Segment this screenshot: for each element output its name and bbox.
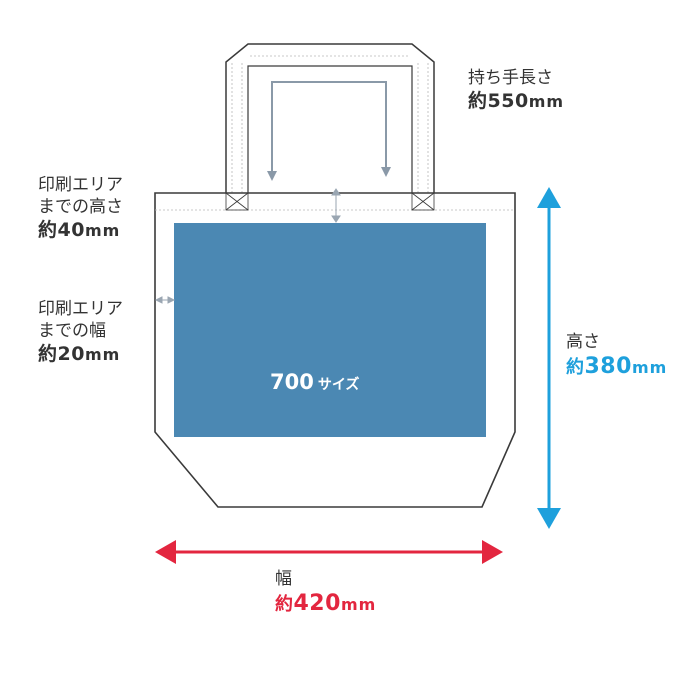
handle-attach-right (411, 192, 435, 211)
width-number: 420 (293, 591, 341, 617)
handle-attach-left (225, 192, 249, 211)
height-label: 高さ 約380mm (566, 331, 667, 382)
width-label: 幅 約420mm (275, 568, 376, 619)
print-top-prefix: 約 (38, 219, 58, 242)
print-area-size: 700 (270, 370, 314, 394)
print-top-line2: までの高さ (38, 197, 123, 218)
bag-handle (225, 43, 435, 193)
width-prefix: 約 (275, 594, 294, 616)
handle-length-unit: mm (528, 92, 565, 112)
print-side-label: 印刷エリア までの幅 約20mm (38, 298, 123, 367)
width-title: 幅 (275, 569, 292, 589)
height-prefix: 約 (566, 357, 585, 379)
side-margin-indicator (154, 296, 176, 304)
print-top-line1: 印刷エリア (38, 175, 123, 195)
height-unit: mm (631, 358, 668, 378)
handle-length-prefix: 約 (468, 90, 488, 113)
print-side-line2: までの幅 (38, 321, 106, 342)
handle-length-indicator (271, 81, 391, 177)
top-margin-indicator (331, 188, 341, 223)
print-side-unit: mm (84, 345, 121, 365)
print-side-line1: 印刷エリア (38, 299, 123, 319)
print-area-suffix: サイズ (317, 377, 360, 393)
height-arrow (537, 187, 561, 529)
handle-length-number: 550 (487, 90, 529, 113)
height-title: 高さ (566, 332, 600, 352)
handle-length-label: 持ち手長さ 約550mm (468, 67, 564, 114)
print-top-unit: mm (84, 221, 121, 241)
print-area (174, 223, 486, 437)
width-unit: mm (340, 595, 377, 615)
width-arrow (155, 540, 503, 564)
print-side-number: 20 (57, 343, 85, 366)
print-side-prefix: 約 (38, 343, 58, 366)
print-top-number: 40 (57, 219, 85, 242)
print-top-label: 印刷エリア までの高さ 約40mm (38, 174, 123, 243)
handle-stitching (231, 55, 429, 193)
bag-handle-inner (247, 65, 413, 193)
height-number: 380 (584, 354, 632, 380)
handle-length-title: 持ち手長さ (468, 68, 553, 88)
